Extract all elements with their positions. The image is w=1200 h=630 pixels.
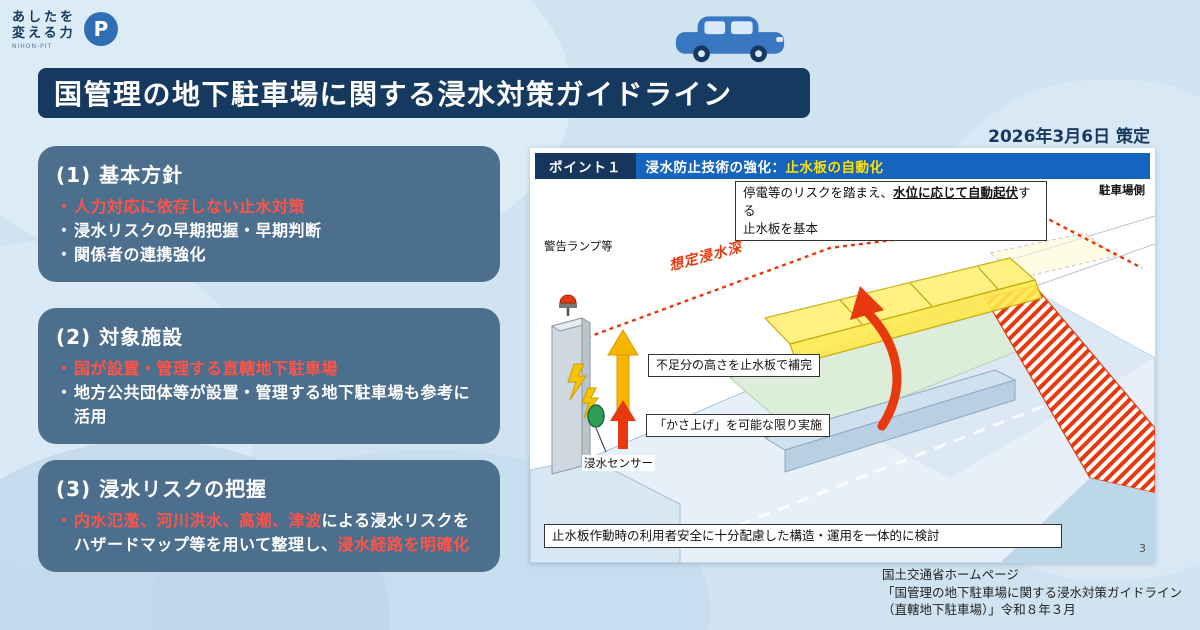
diagram-header: ポイント１ 浸水防止技術の強化：止水板の自動化 xyxy=(535,153,1150,179)
section-heading: (2) 対象施設 xyxy=(56,325,184,349)
red-arrow xyxy=(610,400,636,449)
section-target-facilities: (2) 対象施設 ・ 国が設置・管理する直轄地下駐車場 ・ 地方公共団体等が設置… xyxy=(38,308,500,444)
diagram-panel: ポイント１ 浸水防止技術の強化：止水板の自動化 xyxy=(530,148,1155,563)
section-heading: (1) 基本方針 xyxy=(56,163,184,187)
section-flood-risk: (3) 浸水リスクの把握 ・ 内水氾濫、河川洪水、高潮、津波による浸水リスクをハ… xyxy=(38,460,500,572)
bullet-text: 国が設置・管理する直轄地下駐車場 xyxy=(74,359,339,378)
bullet-text: 人力対応に依存しない止水対策 xyxy=(74,197,306,216)
flood-barrier xyxy=(763,257,1043,365)
warning-lamp-label: 警告ランプ等 xyxy=(542,238,615,254)
page-number: 3 xyxy=(1139,542,1146,555)
sensor-label: 浸水センサー xyxy=(582,455,655,471)
list-item: ・ 関係者の連携強化 xyxy=(56,245,207,264)
brand-logo-text: あしたを 変える力 NIHON-PIT xyxy=(12,10,76,50)
page-title: 国管理の地下駐車場に関する浸水対策ガイドライン xyxy=(54,78,733,111)
list-item: ・ 内水氾濫、河川洪水、高潮、津波による浸水リスクをハザードマップ等を用いて整理… xyxy=(56,511,470,554)
diagram-header-title: 浸水防止技術の強化：止水板の自動化 xyxy=(635,153,1150,179)
section-heading: (3) 浸水リスクの把握 xyxy=(56,477,268,501)
safety-note: 止水板作動時の利用者安全に十分配慮した構造・運用を一体的に検討 xyxy=(544,524,1062,549)
supplement-note: 不足分の高さを止水板で補完 xyxy=(648,354,821,378)
brand-logo-mark-icon: P xyxy=(84,12,119,46)
enactment-date: 2026年3月6日 策定 xyxy=(988,127,1150,147)
brand-logo-sub: NIHON-PIT xyxy=(12,42,53,50)
auto-barrier-note: 停電等のリスクを踏まえ、水位に応じて自動起伏する 止水板を基本 xyxy=(735,181,1047,242)
diagram-header-highlight: 止水板の自動化 xyxy=(785,160,884,176)
bullet-text: 浸水リスクの早期把握・早期判断 xyxy=(74,221,322,240)
bullet-text: 内水氾濫、河川洪水、高潮、津波 xyxy=(74,511,322,530)
car-icon xyxy=(675,16,785,63)
bullet-text: による浸水リスクをハザードマップ等を用いて整理し、 xyxy=(74,511,470,554)
ramp-center-line xyxy=(679,386,1091,550)
list-item: ・ 国が設置・管理する直轄地下駐車場 xyxy=(56,359,339,378)
bullet-text: 関係者の連携強化 xyxy=(74,245,207,264)
brand-logo-line1: あしたを xyxy=(12,10,77,25)
warning-lamp-icon xyxy=(559,294,577,316)
barrier-rise-arrow xyxy=(850,286,902,431)
source-caption: 国土交通省ホームページ 「国管理の地下駐車場に関する浸水対策ガイドライン （直轄… xyxy=(882,567,1183,617)
yellow-arrow xyxy=(607,329,639,412)
brand-logo-line2: 変える力 xyxy=(12,26,76,42)
parking-side-label: 駐車場側 xyxy=(1099,183,1145,197)
flood-sensor-icon xyxy=(587,404,607,453)
page-title-bar: 国管理の地下駐車場に関する浸水対策ガイドライン xyxy=(38,68,810,118)
bullet-text: 地方公共団体等が設置・管理する地下駐車場も参考に活用 xyxy=(74,383,471,426)
bullet-text: 浸水経路を明確化 xyxy=(337,535,470,554)
section-basic-policy: (1) 基本方針 ・ 人力対応に依存しない止水対策 ・ 浸水リスクの早期把握・早… xyxy=(38,146,500,282)
raise-note: 「かさ上げ」を可能な限り実施 xyxy=(646,414,831,438)
brand-logo: あしたを 変える力 NIHON-PIT P xyxy=(12,10,119,50)
list-item: ・ 地方公共団体等が設置・管理する地下駐車場も参考に活用 xyxy=(56,383,471,426)
list-item: ・ 浸水リスクの早期把握・早期判断 xyxy=(56,221,322,240)
point-badge: ポイント１ xyxy=(535,153,636,179)
list-item: ・ 人力対応に依存しない止水対策 xyxy=(56,197,306,216)
underlined-phrase: 水位に応じて自動起伏 xyxy=(893,185,1019,200)
